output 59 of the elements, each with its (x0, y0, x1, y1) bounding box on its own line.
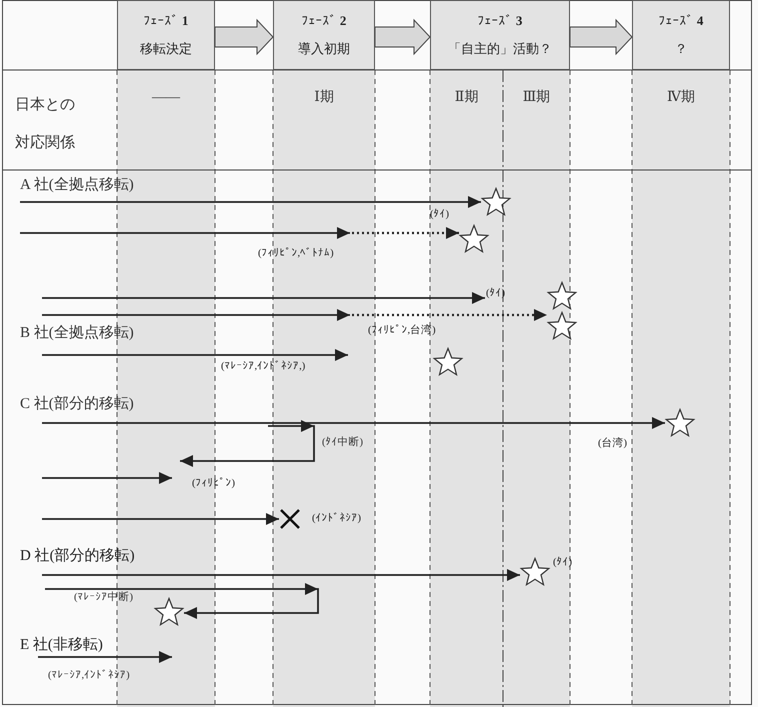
arrow (42, 513, 279, 525)
period-label: Ⅱ期 (454, 90, 480, 107)
arrow (42, 417, 665, 429)
country-label: (ﾀｲ) (430, 208, 449, 222)
arrow (38, 651, 172, 663)
phase-box (117, 0, 215, 70)
period-label: Ⅰ期 (313, 90, 335, 107)
phase-title: 導入初期 (298, 40, 350, 58)
company-label: D 社(部分的移転) (20, 548, 140, 575)
period-label: Ⅳ期 (666, 90, 696, 107)
company-label: C 社(部分的移転) (20, 397, 134, 412)
star-mark (459, 224, 489, 254)
star-mark (433, 347, 463, 377)
block-arrow (570, 18, 633, 56)
star-mark (665, 408, 695, 438)
company-label: B 社(全拠点移転) (20, 326, 134, 341)
arrow (180, 420, 315, 467)
star-mark (520, 557, 550, 587)
country-label: (台湾) (598, 437, 627, 451)
arrow (45, 583, 319, 619)
period-label: Ⅲ期 (522, 90, 552, 107)
phase-number: ﾌｪｰｽﾞ 4 (658, 12, 704, 28)
row-header: 日本との対応関係 (15, 96, 76, 153)
phase-box (273, 0, 375, 70)
arrow (42, 292, 485, 304)
phase-box (430, 0, 570, 70)
star-mark (547, 311, 577, 341)
arrow (20, 196, 481, 208)
arrow (42, 569, 520, 581)
country-label: (ﾌｨﾘﾋﾟﾝ,ﾍﾞﾄﾅﾑ) (256, 233, 374, 261)
company-label: A 社(全拠点移転) (20, 178, 134, 193)
arrow (352, 309, 547, 321)
country-label: (ﾏﾚｰｼｱ,ｲﾝﾄﾞﾈｼｱ,) (219, 355, 355, 374)
arrow (42, 309, 350, 321)
country-label: (ﾏﾚｰｼｱ中断) (74, 592, 133, 605)
star-mark (154, 597, 184, 627)
phase-number: ﾌｪｰｽﾞ 2 (302, 12, 346, 28)
cross-mark (279, 508, 301, 530)
arrow (42, 472, 172, 484)
phase-number: ﾌｪｰｽﾞ 1 (144, 12, 188, 28)
arrow (352, 227, 459, 239)
block-arrow (214, 18, 274, 56)
period-label: —— (150, 90, 182, 107)
phase-title: 「自主的」活動？ (448, 40, 552, 58)
phase-number: ﾌｪｰｽﾞ 3 (478, 12, 522, 28)
arrow (42, 349, 348, 361)
country-label: (ｲﾝﾄﾞﾈｼｱ) (312, 512, 361, 526)
block-arrow (374, 18, 431, 56)
arrow (20, 227, 350, 239)
star-mark (547, 281, 577, 311)
phase-box (632, 0, 730, 70)
star-mark (481, 187, 511, 217)
phase-title: 移転決定 (140, 40, 192, 58)
country-label: (ﾌｨﾘﾋﾟﾝ,台湾) (345, 315, 479, 338)
company-label: E 社(非移転) (20, 637, 120, 657)
phase-title: ？ (674, 40, 688, 58)
country-label: (ﾀｲ中断) (322, 437, 363, 450)
country-label: (ﾀｲ) (553, 556, 572, 570)
country-label: (ﾌｨﾘﾋﾟﾝ) (172, 461, 254, 491)
